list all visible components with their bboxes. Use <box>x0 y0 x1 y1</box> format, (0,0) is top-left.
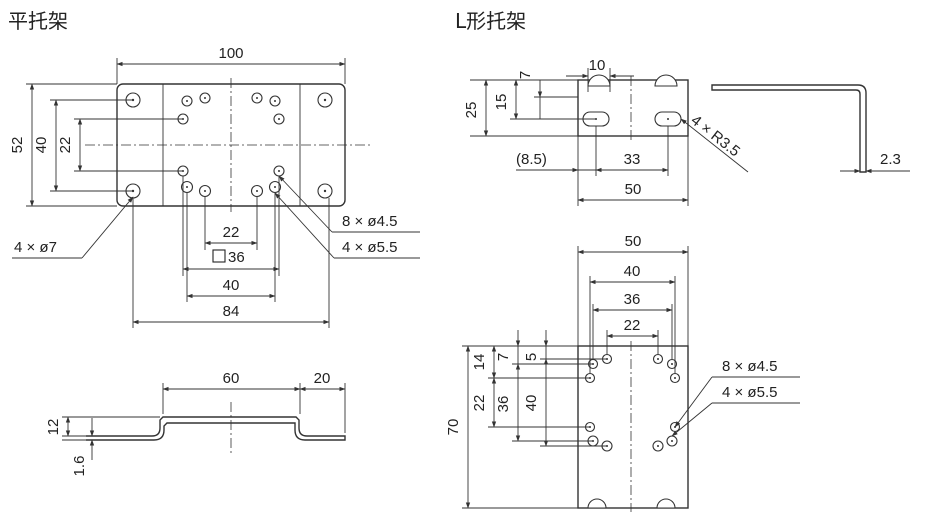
leader-l-holes-55 <box>671 402 713 437</box>
dim-7-front: 7 <box>495 353 512 361</box>
dim-25: 25 <box>463 102 480 119</box>
dim-1-6: 1.6 <box>71 456 88 477</box>
hole-55 <box>652 440 664 452</box>
l-top-outline <box>577 79 689 137</box>
flat-bracket-side-view: 60 20 12 1.6 <box>45 370 346 477</box>
hole-45 <box>269 95 281 107</box>
label-holes-55: 4 × ø5.5 <box>342 239 397 256</box>
leader-holes-45 <box>278 175 333 233</box>
hole-45 <box>666 358 678 370</box>
dim-36-front-v: 36 <box>495 396 512 413</box>
slot-bottom-right <box>656 498 676 509</box>
side-profile <box>86 416 346 441</box>
dim-100: 100 <box>218 45 243 62</box>
flat-bracket-title: 平托架 <box>8 9 68 33</box>
hole-55 <box>250 184 264 198</box>
leader-l-holes-45 <box>674 376 713 428</box>
dim-22-front-v: 22 <box>471 395 488 412</box>
leader-holes-55 <box>274 192 335 259</box>
dim-22: 22 <box>57 137 74 154</box>
dim-70: 70 <box>445 419 462 436</box>
label-holes-7: 4 × ø7 <box>14 239 57 256</box>
hole-7 <box>317 92 333 108</box>
dim-40: 40 <box>33 137 50 154</box>
hole-45 <box>652 353 664 365</box>
dim-36-front: 36 <box>624 291 641 308</box>
hole-45 <box>273 113 285 125</box>
hole-55 <box>666 435 678 447</box>
dim-40-front: 40 <box>624 263 641 280</box>
l-bracket-title: L形托架 <box>455 9 526 33</box>
label-slots: 4 × R3.5 <box>688 112 743 161</box>
dim-10: 10 <box>589 57 606 74</box>
l-bracket-top-view: 10 7 15 25 (8.5) 33 50 4 × R3.5 <box>463 57 749 206</box>
dim-5-front: 5 <box>523 353 540 361</box>
hole-45 <box>273 165 285 177</box>
hole-55 <box>198 184 212 198</box>
label-l-holes-45: 8 × ø4.5 <box>722 358 777 375</box>
dim-square-36: 36 <box>228 249 245 266</box>
leader-slots <box>680 118 749 173</box>
dim-2-3: 2.3 <box>880 151 901 168</box>
slot-bottom-left <box>587 498 607 509</box>
hole-45 <box>251 92 263 104</box>
dim-7-top: 7 <box>517 71 534 79</box>
dim-50-front: 50 <box>625 233 642 250</box>
hole-45 <box>181 95 193 107</box>
square-symbol-icon <box>212 249 226 263</box>
dim-15: 15 <box>493 94 510 111</box>
dim-40-bottom: 40 <box>223 277 240 294</box>
dim-33: 33 <box>624 151 641 168</box>
dim-14: 14 <box>471 354 488 371</box>
hole-55 <box>180 180 194 194</box>
hole-7 <box>317 183 333 199</box>
hole-45 <box>199 92 211 104</box>
dim-52: 52 <box>9 137 26 154</box>
dim-8-5: (8.5) <box>516 151 547 168</box>
slot-top-left <box>587 74 611 87</box>
dim-22-front: 22 <box>624 317 641 334</box>
l-profile-outline <box>711 84 867 173</box>
dim-60: 60 <box>223 370 240 387</box>
dim-12: 12 <box>45 419 62 436</box>
dim-84: 84 <box>223 303 240 320</box>
l-bracket-side-profile: 2.3 <box>711 84 910 174</box>
l-bracket-front-view: 50 40 36 22 70 14 7 5 22 36 <box>445 233 800 512</box>
flat-bracket-plan-view: 100 52 40 22 22 36 40 84 <box>9 45 420 328</box>
hole-55 <box>268 180 282 194</box>
hole-45 <box>669 372 681 384</box>
dim-22-bottom: 22 <box>223 224 240 241</box>
slot-top-right <box>654 74 678 87</box>
dim-50-top: 50 <box>625 181 642 198</box>
dim-20: 20 <box>314 370 331 387</box>
label-holes-45: 8 × ø4.5 <box>342 213 397 230</box>
dim-40-front-v: 40 <box>523 395 540 412</box>
label-l-holes-55: 4 × ø5.5 <box>722 384 777 401</box>
